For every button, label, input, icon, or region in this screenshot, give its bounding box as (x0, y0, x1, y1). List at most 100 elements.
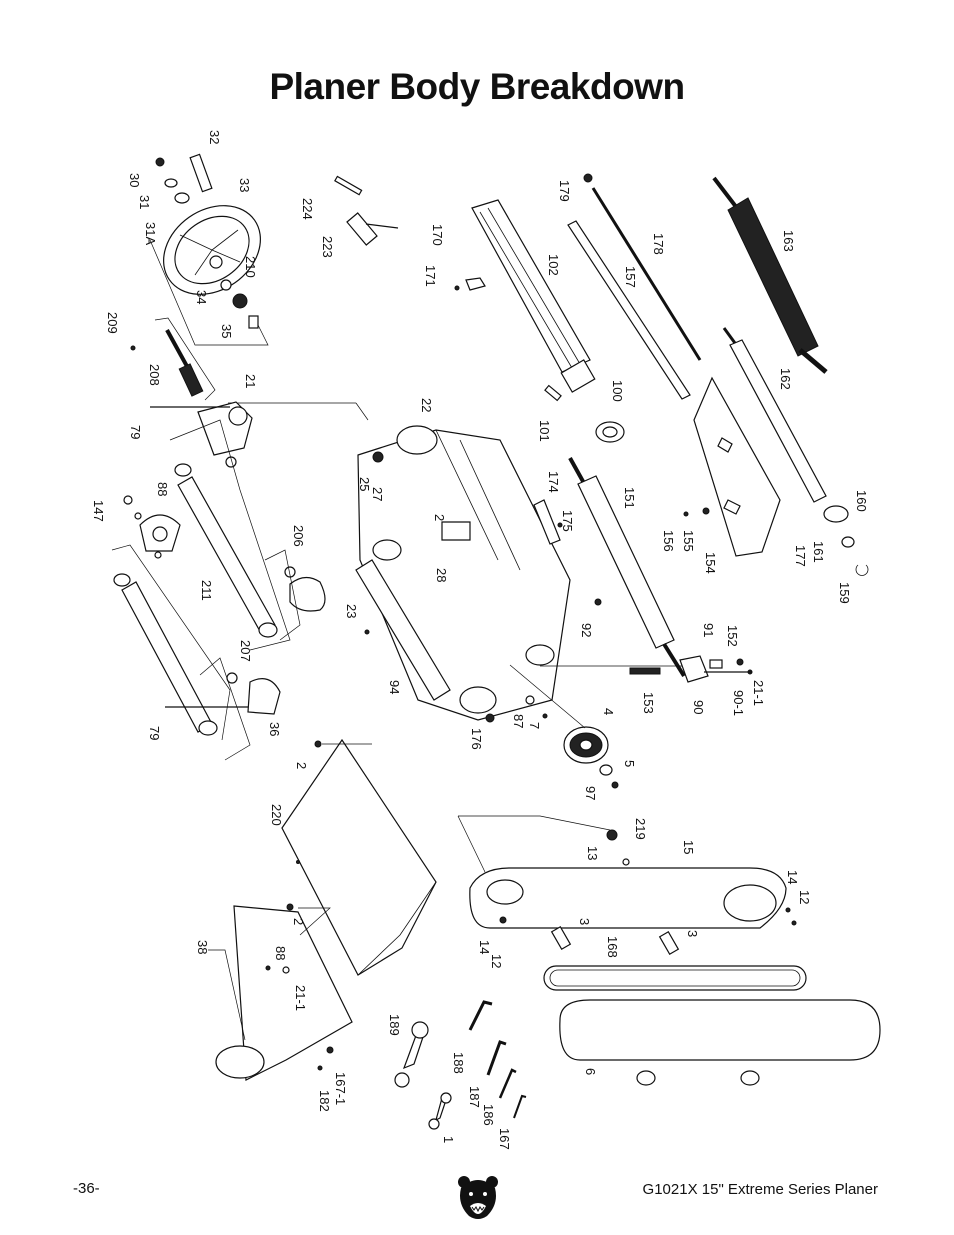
part-label: 154 (703, 552, 718, 574)
part-label: 5 (622, 760, 637, 767)
part-label: 23 (344, 604, 359, 618)
part-label: 223 (320, 236, 335, 258)
part-label: 28 (434, 568, 449, 582)
part-label: 163 (781, 230, 796, 252)
part-label: 3 (577, 918, 592, 925)
part-label: 209 (105, 312, 120, 334)
part-label: 15 (681, 840, 696, 854)
part-label: 101 (537, 420, 552, 442)
part-label: 88 (155, 482, 170, 496)
wrench-167-1 (394, 1021, 429, 1088)
spring-152-block-153 (540, 655, 753, 683)
motor-pulley-cover-1 (559, 999, 881, 1086)
chip-deflector-154 (683, 376, 781, 557)
crank-shaft-assembly (130, 317, 216, 401)
part-label: 32 (207, 130, 222, 144)
part-label: 157 (623, 266, 638, 288)
bracket-206 (264, 549, 326, 641)
part-label: 219 (633, 818, 648, 840)
part-label: 30 (127, 173, 142, 187)
wrench-167 (428, 1092, 452, 1130)
part-label: 87 (511, 714, 526, 728)
part-label: 12 (797, 890, 812, 904)
long-rods (567, 173, 702, 400)
part-label: 162 (778, 368, 793, 390)
shaft-151 (568, 457, 686, 678)
part-label: 79 (128, 425, 143, 439)
drive-belt-3 (543, 965, 807, 991)
part-label: 156 (661, 530, 676, 552)
part-label: 7 (527, 722, 542, 729)
part-label: 88 (273, 946, 288, 960)
belt-guard-13 (457, 815, 797, 955)
part-label: 6 (583, 1068, 598, 1075)
part-label: 90-1 (731, 690, 746, 716)
part-label: 31A (143, 222, 158, 245)
part-label: 25 (357, 477, 372, 491)
part-label: 189 (387, 1014, 402, 1036)
part-label: 170 (430, 224, 445, 246)
part-label: 14 (785, 870, 800, 884)
part-label: 171 (423, 265, 438, 287)
part-label: 21 (243, 374, 258, 388)
footer-model-name: G1021X 15" Extreme Series Planer (642, 1181, 878, 1198)
main-frame (228, 402, 571, 721)
side-cover-97 (281, 738, 437, 976)
dust-hood-168 (208, 903, 353, 1081)
part-label: 34 (194, 290, 209, 304)
part-label: 153 (641, 692, 656, 714)
bracket-21-1 (165, 657, 281, 761)
part-label: 36 (267, 722, 282, 736)
part-label: 174 (546, 471, 561, 493)
part-label: 2 (294, 762, 309, 769)
part-label: 210 (243, 256, 258, 278)
part-label: 22 (419, 398, 434, 412)
part-label: 91 (701, 623, 716, 637)
part-label: 27 (370, 487, 385, 501)
misc-fasteners (364, 499, 563, 723)
part-label: 224 (300, 198, 315, 220)
part-label: 207 (238, 640, 253, 662)
part-label: 160 (854, 490, 869, 512)
part-label: 2 (291, 918, 306, 925)
bear-head-icon (458, 1176, 498, 1219)
t-handle-tool (334, 175, 399, 246)
part-label: 178 (651, 233, 666, 255)
part-label: 161 (811, 541, 826, 563)
page-title: Planer Body Breakdown (269, 66, 685, 107)
part-label: 177 (793, 545, 808, 567)
part-label: 33 (237, 178, 252, 192)
pulley-7 (509, 664, 619, 789)
part-label: 175 (560, 510, 575, 532)
part-label: 152 (725, 625, 740, 647)
part-label: 14 (477, 940, 492, 954)
part-label: 1 (441, 1136, 456, 1143)
part-label: 206 (291, 525, 306, 547)
part-label: 31 (137, 195, 152, 209)
part-label: 208 (147, 364, 162, 386)
roller-211 (169, 419, 291, 651)
part-label: 159 (837, 582, 852, 604)
part-label: 79 (147, 726, 162, 740)
part-label: 94 (387, 680, 402, 694)
part-label: 100 (610, 380, 625, 402)
part-label: 151 (622, 487, 637, 509)
part-label: 186 (481, 1104, 496, 1126)
part-label: 12 (489, 954, 504, 968)
part-label: 38 (195, 940, 210, 954)
part-label: 179 (557, 180, 572, 202)
part-label: 90 (691, 700, 706, 714)
part-label: 13 (585, 846, 600, 860)
part-label: 21-1 (751, 680, 766, 706)
part-label: 102 (546, 254, 561, 276)
part-label: 21-1 (293, 985, 308, 1011)
part-label: 176 (469, 728, 484, 750)
part-label: 155 (681, 530, 696, 552)
part-label: 147 (91, 500, 106, 522)
bracket-21 (150, 401, 253, 468)
part-label: 4 (601, 708, 616, 715)
part-label: 35 (219, 324, 234, 338)
part-label: 2 (432, 514, 447, 521)
part-label: 211 (199, 580, 214, 601)
